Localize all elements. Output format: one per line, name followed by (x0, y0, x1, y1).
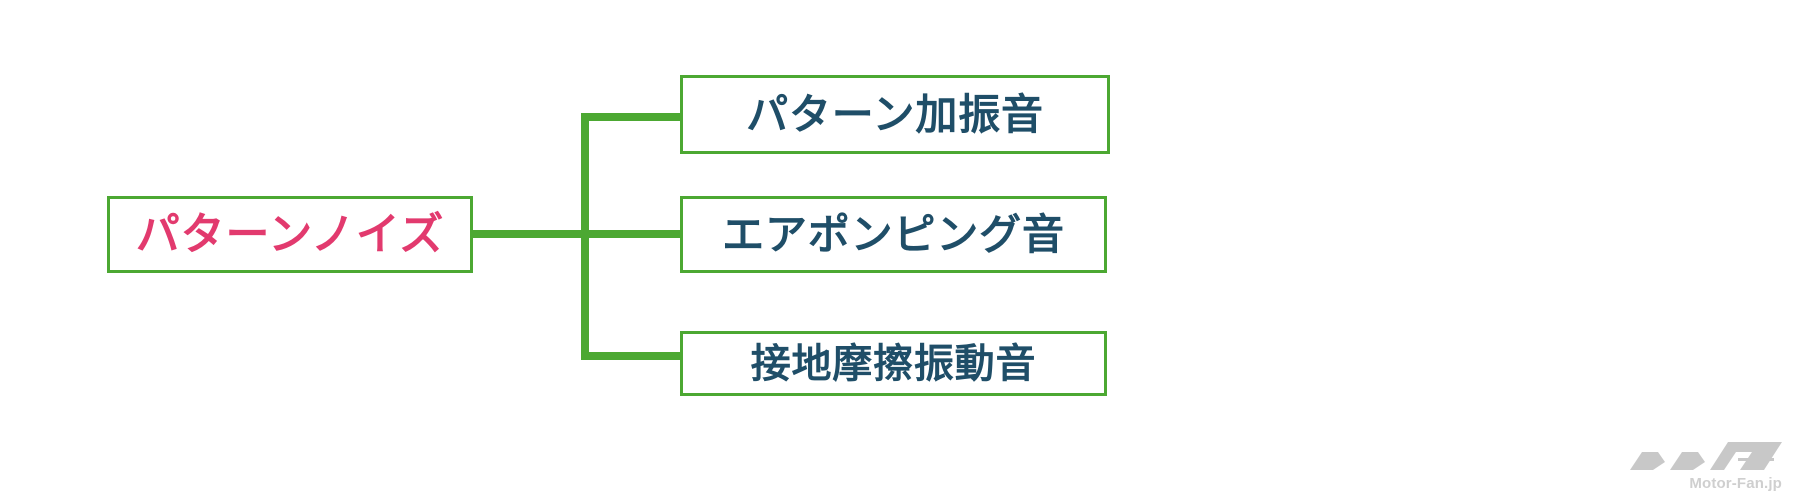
node-root-label: パターンノイズ (135, 209, 445, 259)
watermark-text: Motor-Fan.jp (1689, 475, 1782, 492)
connector-branch-3 (581, 352, 683, 360)
node-child-3-label: 接地摩擦振動音 (750, 341, 1037, 386)
node-child-1: パターン加振音 (680, 75, 1110, 154)
watermark: Motor-Fan.jp (1612, 428, 1782, 492)
node-child-3: 接地摩擦振動音 (680, 331, 1107, 396)
node-child-2: エアポンピング音 (680, 196, 1107, 273)
connector-branch-1 (581, 113, 683, 121)
connector-branch-2 (551, 230, 683, 238)
connector-root-stub (473, 230, 588, 238)
node-root: パターンノイズ (107, 196, 473, 273)
node-child-2-label: エアポンピング音 (722, 210, 1065, 258)
node-child-1-label: パターン加振音 (746, 90, 1044, 138)
motor-fan-logo-icon (1630, 442, 1782, 470)
